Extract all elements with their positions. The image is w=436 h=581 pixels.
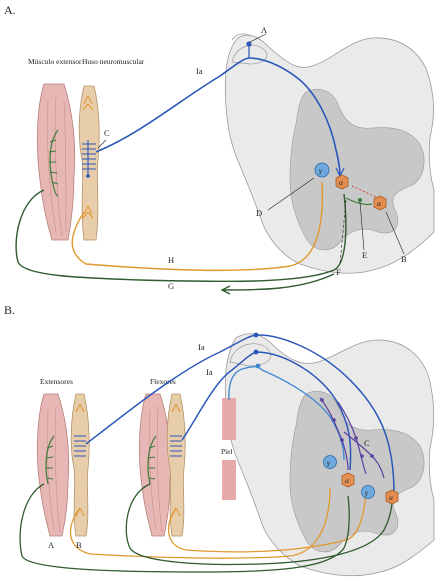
spindle-label: Huso neuromuscular <box>82 57 145 66</box>
gamma-efferent-b-2 <box>167 493 367 553</box>
panel-b-label: B. <box>4 303 15 317</box>
ia-fiber-b-2 <box>181 351 352 471</box>
alpha-efferent-b-2 <box>125 483 393 566</box>
panel-a-label: A. <box>4 3 16 17</box>
spinal-cord-b <box>224 333 435 577</box>
svg-text:γ: γ <box>365 488 369 497</box>
callout-f: F <box>336 267 341 277</box>
spindle-a <box>78 85 100 241</box>
gamma-motoneuron-b-1: γ <box>323 455 337 469</box>
skin-b <box>222 398 236 500</box>
ia-label-b-2: Ia <box>206 367 213 377</box>
gamma-efferent-a <box>71 181 324 272</box>
alpha-motoneuron-b-a: α <box>373 195 387 211</box>
extensors-label: Extensores <box>40 377 73 386</box>
callout-c: C <box>104 128 110 138</box>
svg-text:α: α <box>377 199 382 208</box>
svg-text:γ: γ <box>327 458 331 467</box>
extensor-muscle-label: Músculo extensor <box>28 57 82 66</box>
callout-d: D <box>256 208 262 218</box>
svg-text:γ: γ <box>319 166 323 175</box>
callout-b: B <box>401 254 407 264</box>
ia-label-b-1: Ia <box>198 342 205 352</box>
flexor-muscle-b <box>138 393 172 537</box>
svg-text:α: α <box>345 476 350 485</box>
extensor-muscle-a <box>36 83 76 241</box>
callout-h: H <box>168 255 174 265</box>
gray-matter-a <box>289 89 425 251</box>
gamma-motoneuron-a: γ <box>314 162 330 178</box>
callout-g: G <box>168 281 174 291</box>
extensor-spindle-b <box>70 393 90 537</box>
callout-e: E <box>362 250 367 260</box>
callout-a: A <box>261 25 268 35</box>
svg-text:α: α <box>339 178 344 187</box>
flexors-label: Flexores <box>150 377 176 386</box>
gamma-efferent-b-1 <box>69 487 331 559</box>
alpha-motoneuron-a: α <box>335 174 349 190</box>
svg-text:α: α <box>389 493 394 502</box>
spinal-cord-a <box>224 33 435 274</box>
callout-a-b: A <box>48 540 55 550</box>
alpha-motoneuron-b-1: α <box>341 472 355 488</box>
alpha-motoneuron-b-2: α <box>385 489 399 505</box>
flexor-spindle-b <box>166 393 186 537</box>
alpha-efferent-a <box>15 189 347 283</box>
ia-fiber-b-1 <box>85 334 395 495</box>
callout-b-b: B <box>76 540 82 550</box>
skin-label: Piel <box>221 447 233 456</box>
ia-fiber-a <box>95 57 341 177</box>
ia-label-a: Ia <box>196 66 203 76</box>
callout-c-b: C <box>364 438 370 448</box>
gamma-motoneuron-b-2: γ <box>361 485 375 499</box>
extensor-muscle-b <box>36 393 70 537</box>
alpha-efferent-b-1 <box>19 483 350 573</box>
